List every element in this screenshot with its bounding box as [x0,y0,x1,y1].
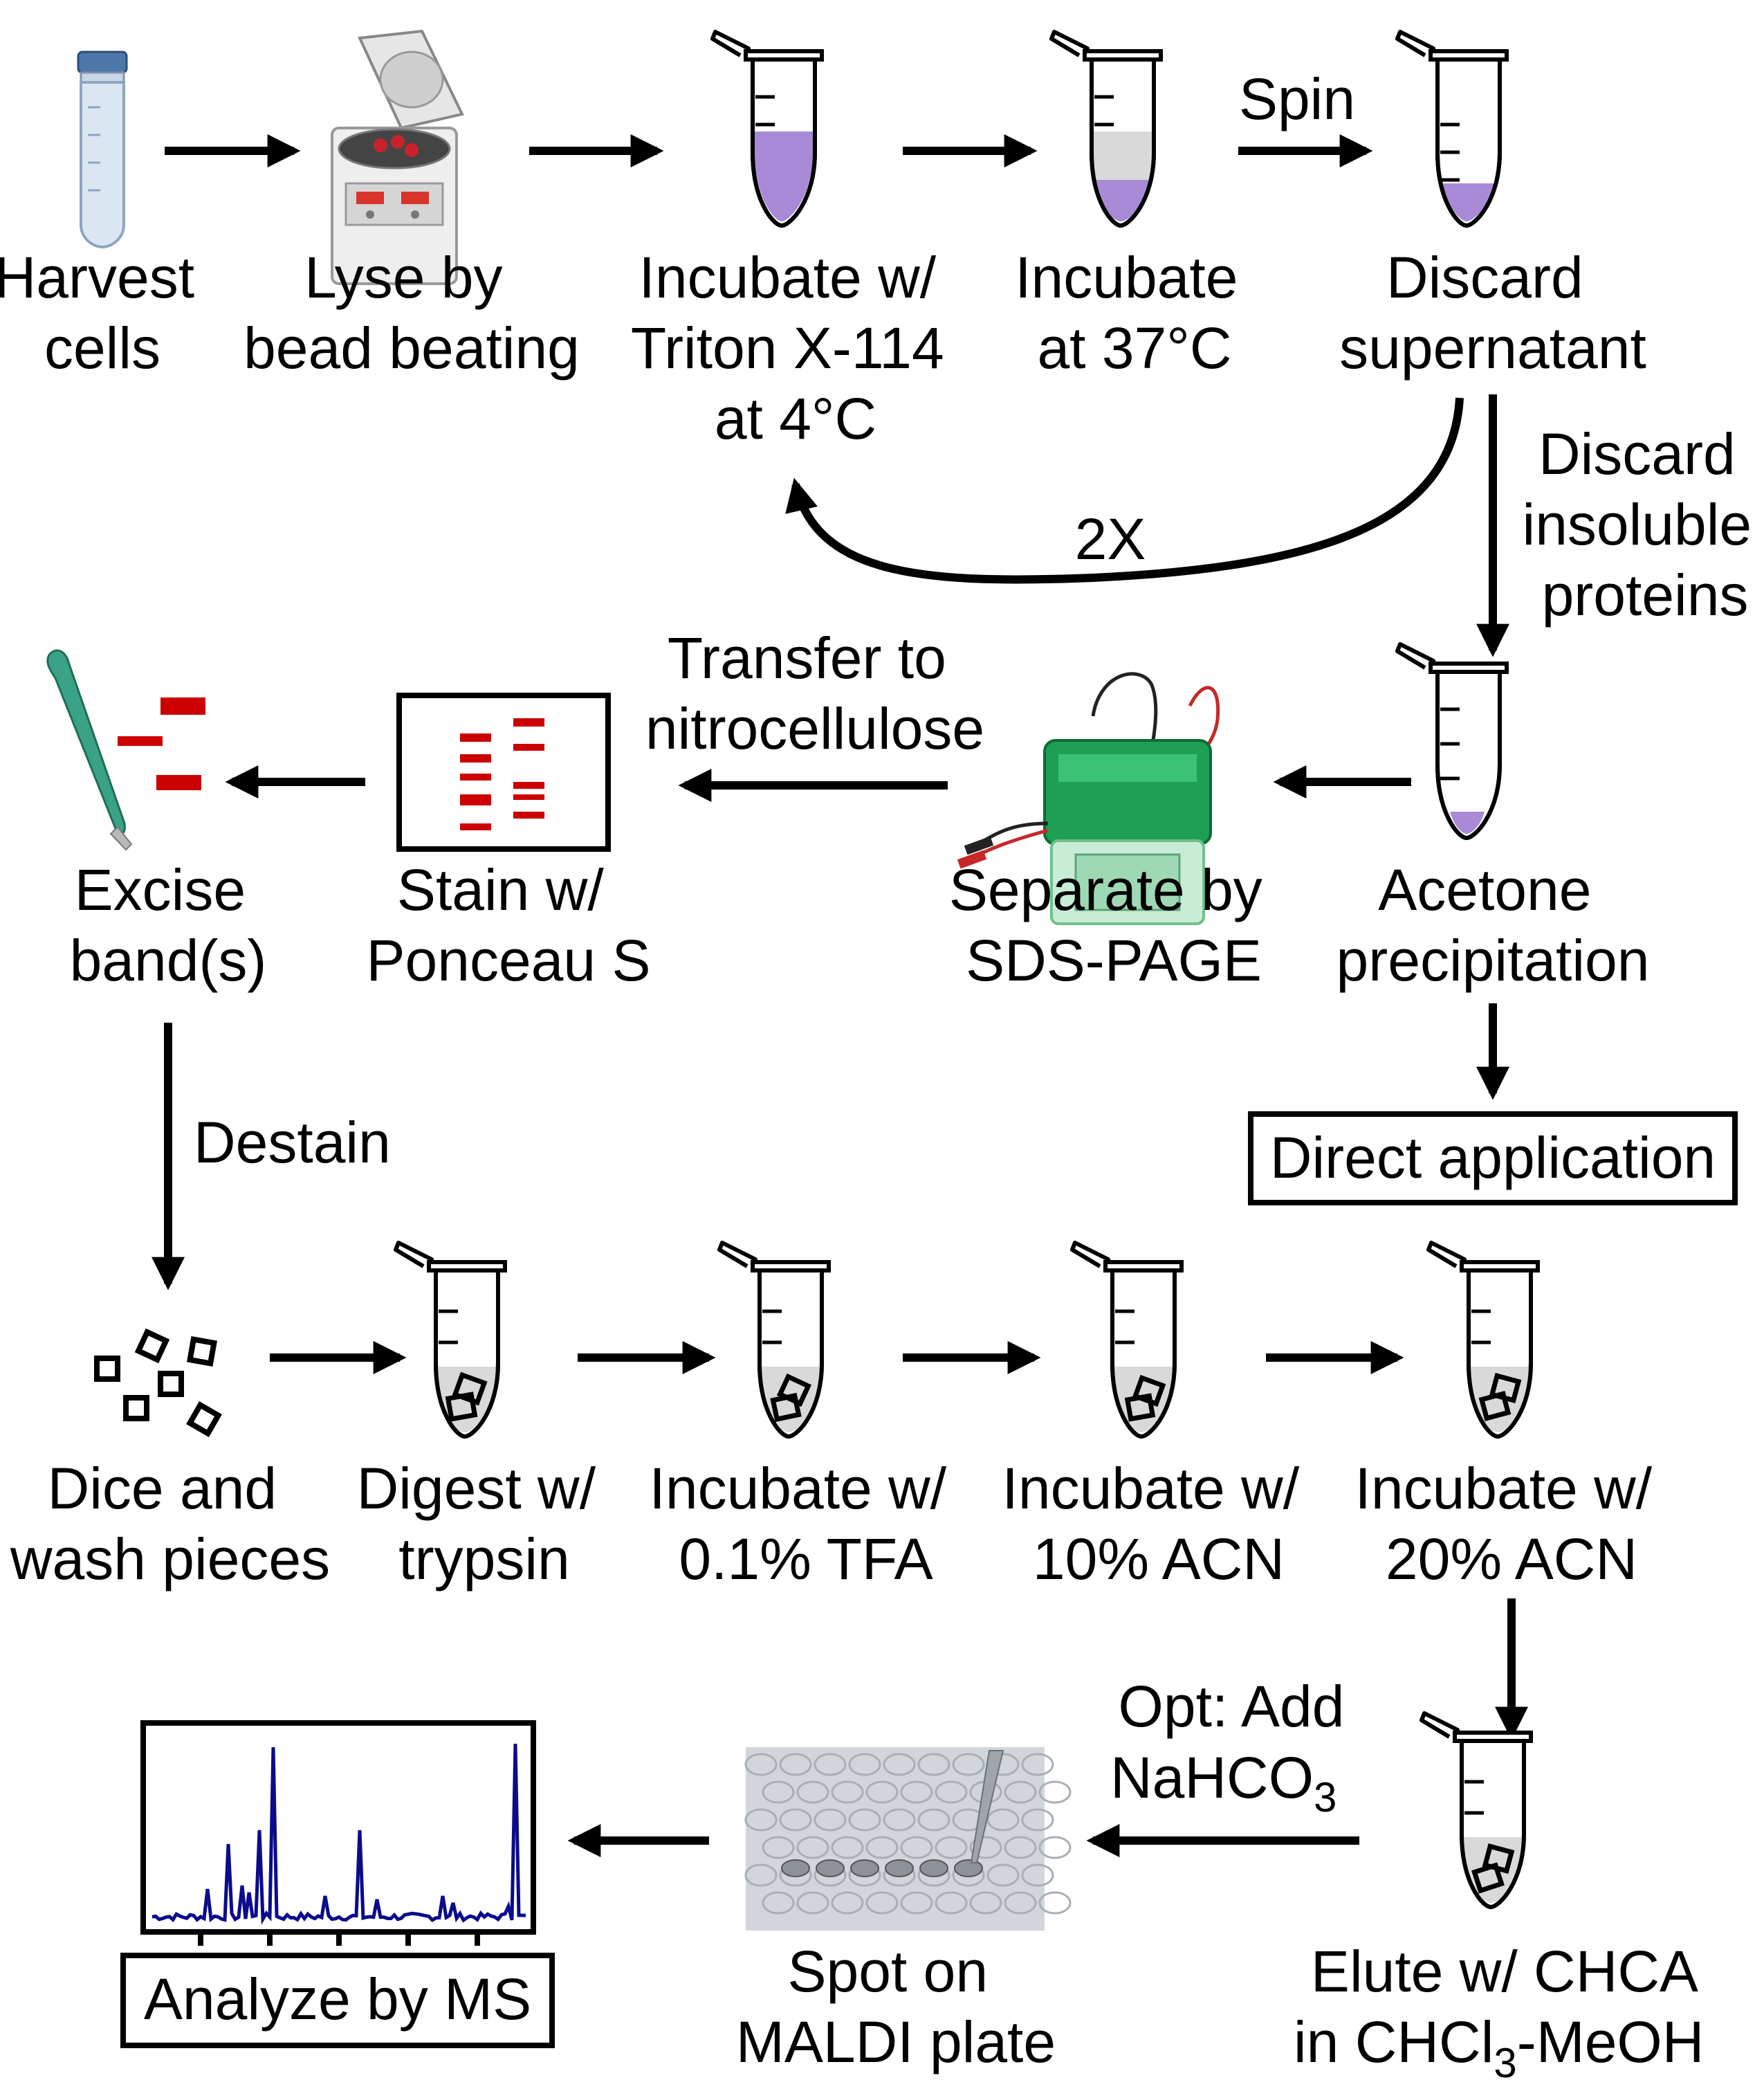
arrow-label-nahco3: NaHCO3 [1110,1745,1336,1821]
analyze-box [120,1953,555,2048]
plate-well [900,1836,933,1859]
step-label-elute-line2: in CHCl3-MeOH [1294,2009,1704,2086]
mass-spectrum-icon [140,1720,536,1946]
step-label-incubate-37: Incubate at 37°C [1015,245,1254,381]
step-label-acetone: Acetone precipitation [1336,857,1650,993]
plate-well [865,1780,899,1804]
plate-well [744,1808,778,1832]
conical-tube-icon [77,51,128,249]
step-label-stain: Stain w/ Ponceau S [367,857,651,993]
plate-well [814,1808,847,1832]
microcentrifuge-tube-icon [1397,644,1507,841]
microcentrifuge-tube-icon [1422,1713,1531,1910]
plate-well [986,1808,1020,1832]
plate-well [883,1753,916,1776]
microcentrifuge-tube-icon [396,1243,505,1439]
plate-well [1004,1780,1037,1804]
plate-well [1038,1780,1072,1804]
repeat-loop-arrow [785,397,1464,584]
arrow-label-opt-add: Opt: Add [1119,1674,1345,1739]
analyze-label: Analyze by MS [144,1967,531,2032]
step-label-lyse: Lyse by bead beating [244,245,580,381]
plate-well [935,1836,968,1859]
arrow-label-spin: Spin [1239,66,1355,131]
step-label-separate: Separate by SDS-PAGE [949,857,1278,993]
plate-well [900,1780,933,1804]
step-label-discard-supernatant: Discard supernatant [1339,245,1646,381]
excised-band [160,697,205,715]
plate-well [1004,1891,1037,1915]
plate-well [935,1780,968,1804]
arrow-label-2x: 2X [1075,507,1146,572]
plate-well [1021,1808,1054,1832]
plate-well [831,1891,864,1915]
plate-well [744,1753,778,1776]
direct-application-box [1248,1111,1738,1205]
gel-pieces-icon [94,1328,222,1437]
plate-well [831,1780,864,1804]
step-label-spot: Spot on MALDI plate [736,1939,1056,2074]
plate-well [917,1753,950,1776]
plate-well [779,1808,812,1832]
plate-well [762,1780,795,1804]
plate-well [1038,1836,1072,1859]
microcentrifuge-tube-icon [1428,1243,1538,1439]
bead-beater-icon [331,29,464,285]
step-label-digest: Digest w/ trypsin [357,1456,612,1591]
plate-well [848,1753,881,1776]
plate-well [831,1836,864,1859]
step-label-elute: Elute w/ CHCA [1311,1939,1698,2004]
step-label-excise: Excise band(s) [70,857,267,993]
plate-well [900,1891,933,1915]
plate-well [952,1753,985,1776]
maldi-plate-icon [744,1747,1072,1931]
membrane-with-bands-icon [396,693,611,852]
arrow-label-destain: Destain [194,1110,391,1175]
step-label-dice: Dice and wash pieces [10,1456,330,1591]
lysate-liquid [755,131,813,221]
plate-well [762,1836,795,1859]
plate-well [883,1808,916,1832]
plate-well [848,1808,881,1832]
excised-band [156,775,201,790]
plate-well [814,1753,847,1776]
plate-well [1038,1891,1072,1915]
plate-well [779,1753,812,1776]
plate-well [917,1808,950,1832]
plate-well [986,1863,1020,1887]
step-label-acn20: Incubate w/ 20% ACN [1355,1456,1669,1591]
plate-well [1021,1863,1054,1887]
plate-well [969,1836,1002,1859]
arrow-label-transfer: Transfer to nitrocellulose [645,626,984,761]
plate-well [1021,1753,1054,1776]
plate-well [1004,1836,1037,1859]
plate-well [796,1836,829,1859]
scalpel-icon [46,649,133,851]
microcentrifuge-tube-icon [1072,1243,1182,1439]
plate-well [796,1780,829,1804]
excised-band [118,736,163,746]
plate-well [744,1863,778,1887]
step-label-tfa: Incubate w/ 0.1% TFA [650,1456,963,1591]
plate-well [796,1891,829,1915]
microcentrifuge-tube-icon [1397,32,1507,228]
direct-application-label: Direct application [1270,1125,1716,1190]
step-label-acn10: Incubate w/ 10% ACN [1002,1456,1316,1591]
electrophoresis-tank-icon [957,672,1220,925]
plate-well [865,1836,899,1859]
step-label-triton: Incubate w/ Triton X-114 at 4°C [631,245,960,451]
microcentrifuge-tube-icon [713,32,822,228]
plate-well [969,1891,1002,1915]
microcentrifuge-tube-icon [1051,32,1161,228]
microcentrifuge-tube-icon [719,1243,829,1439]
step-label-harvest: Harvest cells [0,245,210,381]
plate-well [935,1891,968,1915]
plate-well [865,1891,899,1915]
plate-well [762,1891,795,1915]
arrow-label-discard-insoluble: Discard insoluble proteins [1523,421,1764,628]
